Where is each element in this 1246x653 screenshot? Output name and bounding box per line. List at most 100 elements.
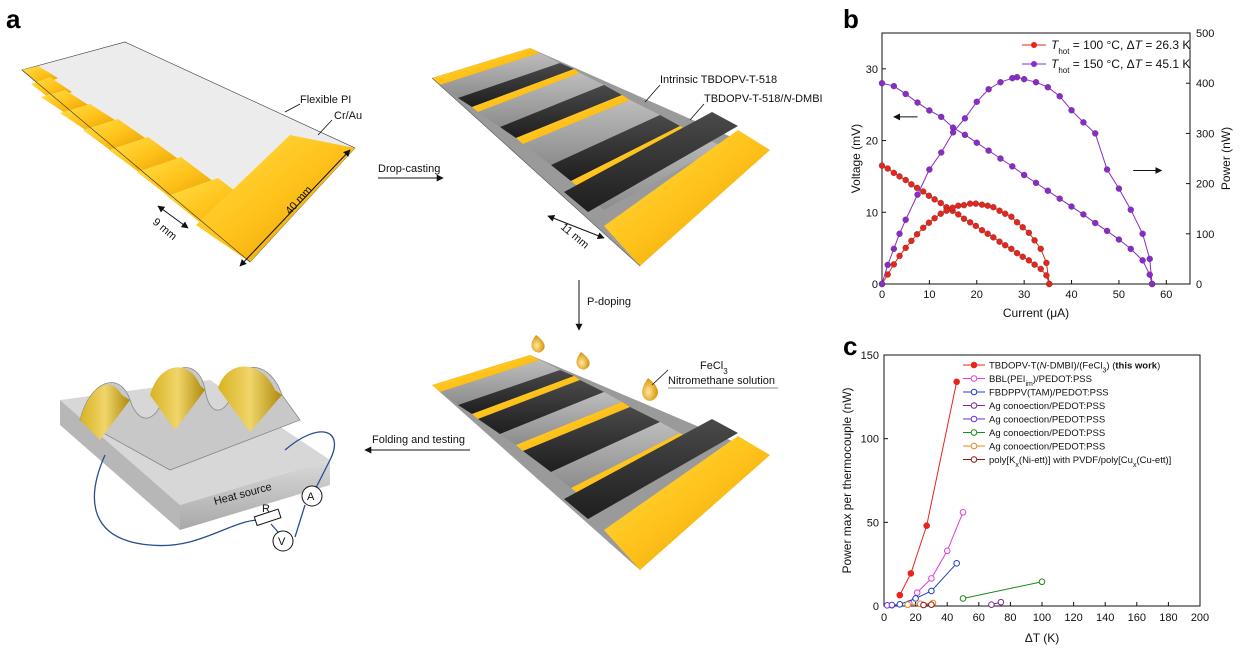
- series-1-voltage-point: [890, 169, 897, 176]
- panel-letter-a: a: [6, 4, 21, 34]
- series-1-power-point: [984, 202, 991, 209]
- series-1-power-point: [943, 207, 950, 214]
- series-1-voltage-point: [878, 162, 886, 169]
- label-doped: TBDOPV-T-518/N-DMBI: [704, 93, 823, 105]
- y2-tick-label: 0: [1196, 279, 1202, 291]
- x-tick-label: 20: [971, 289, 983, 301]
- label-cr-au: Cr/Au: [334, 110, 362, 122]
- series-2-voltage-point: [926, 107, 933, 114]
- legend-label: Ag conoection/PEDOT:PSS: [989, 415, 1105, 426]
- y-axis-label: Power max per thermocouple (nW): [840, 387, 854, 573]
- series-2-power-point: [985, 86, 992, 93]
- y2-tick-label: 400: [1196, 78, 1214, 90]
- legend-marker: [970, 415, 978, 423]
- label-nitromethane: Nitromethane solution: [668, 375, 775, 387]
- series-1-point: [907, 570, 915, 577]
- series-5-point: [888, 601, 896, 609]
- x-tick-label: 160: [1128, 612, 1146, 624]
- series-2-power-point: [1115, 185, 1123, 192]
- series-1-power-point: [1013, 219, 1021, 226]
- series-2-power-point: [914, 191, 921, 198]
- series-2-voltage-point: [914, 99, 921, 106]
- x-tick-label: 20: [909, 612, 921, 624]
- series-1-voltage-point: [902, 176, 909, 184]
- series-2-voltage-point: [997, 155, 1004, 162]
- series-3-point: [912, 595, 919, 602]
- series-4-point: [997, 598, 1005, 606]
- legend-marker: [970, 429, 978, 436]
- y2-tick-label: 200: [1196, 179, 1214, 191]
- series-8-point: [920, 601, 927, 609]
- legend-marker: [1031, 42, 1037, 48]
- series-2-power-point: [961, 115, 969, 122]
- x-tick-label: 0: [879, 289, 885, 301]
- series-1-power-point: [1031, 237, 1038, 244]
- series-2-power-point: [1103, 166, 1111, 173]
- legend-marker: [970, 388, 978, 396]
- y-tick-label: 0: [872, 279, 878, 291]
- measurement-circuit: [93, 431, 336, 552]
- series-2-point: [959, 508, 967, 516]
- series-3-line: [891, 562, 958, 606]
- y2-tick-label: 300: [1196, 128, 1214, 140]
- series-2-power-point: [1032, 79, 1040, 86]
- series-1-voltage-point: [1008, 245, 1015, 253]
- y2-axis-label: Power (nW): [1219, 127, 1233, 190]
- substrate-doping: [432, 355, 770, 570]
- series-1-voltage-point: [984, 230, 991, 237]
- y2-tick-label: 500: [1196, 28, 1214, 40]
- x-tick-label: 60: [973, 612, 985, 624]
- series-1-power-point: [920, 224, 927, 231]
- series-1-power-point: [1008, 213, 1015, 220]
- y-tick-label: 10: [866, 207, 878, 219]
- series-2-voltage-point: [1044, 187, 1051, 194]
- series-1-power-point: [913, 231, 921, 238]
- panel-letter-c: c: [843, 331, 857, 361]
- y-tick-label: 30: [866, 64, 878, 76]
- series-2-voltage-point: [1009, 163, 1016, 170]
- series-2-power-point: [926, 166, 933, 173]
- series-2-voltage-point: [1139, 257, 1146, 264]
- series-2-voltage-point: [902, 90, 909, 98]
- legend-label: Thot = 100 °C, ΔT = 26.3 K: [1051, 38, 1190, 56]
- series-3-point: [896, 601, 904, 608]
- series-2-power-point: [878, 280, 886, 288]
- series-1-voltage-point: [972, 222, 979, 230]
- series-1-point: [953, 378, 960, 386]
- label-drop-casting: Drop-casting: [378, 163, 440, 175]
- series-1-voltage-point: [896, 173, 903, 180]
- series-1-voltage-point: [920, 188, 927, 195]
- x-tick-label: 10: [923, 289, 935, 301]
- series-7-point: [904, 601, 912, 608]
- series-3-point: [928, 587, 935, 595]
- x-tick-label: 200: [1191, 612, 1209, 624]
- series-2-power-point: [890, 245, 897, 253]
- series-1-voltage-point: [966, 219, 974, 226]
- series-2-voltage-point: [973, 139, 980, 146]
- label-intrinsic: Intrinsic TBDOPV-T-518: [660, 74, 777, 86]
- series-2-power-point: [1148, 280, 1156, 288]
- x-tick-label: 80: [1004, 612, 1016, 624]
- series-1-power-point: [972, 200, 979, 207]
- legend-label: BBL(PEIim)/PEDOT:PSS: [989, 374, 1092, 388]
- x-tick-label: 180: [1159, 612, 1177, 624]
- label-fecl3: FeCl3: [700, 360, 728, 376]
- series-2-power-point: [1080, 119, 1087, 126]
- label-resistor: R: [262, 503, 270, 515]
- series-2-power-point: [1068, 107, 1075, 114]
- series-6-point: [959, 595, 967, 602]
- series-2-power-point: [1139, 230, 1146, 237]
- x-tick-label: 0: [881, 612, 887, 624]
- series-1-power-point: [996, 207, 1003, 214]
- series-1-voltage-point: [996, 238, 1003, 245]
- series-2-point: [913, 589, 921, 596]
- series-1-voltage-point: [931, 196, 938, 203]
- series-1-power-point: [955, 202, 962, 209]
- series-1-voltage-point: [978, 227, 986, 234]
- series-1-voltage-point: [1002, 242, 1009, 249]
- series-2-power-point: [997, 79, 1004, 86]
- series-1-power-point: [990, 204, 997, 211]
- series-1-power-point: [908, 237, 915, 244]
- legend-label: Ag conoection/PEDOT:PSS: [989, 442, 1105, 453]
